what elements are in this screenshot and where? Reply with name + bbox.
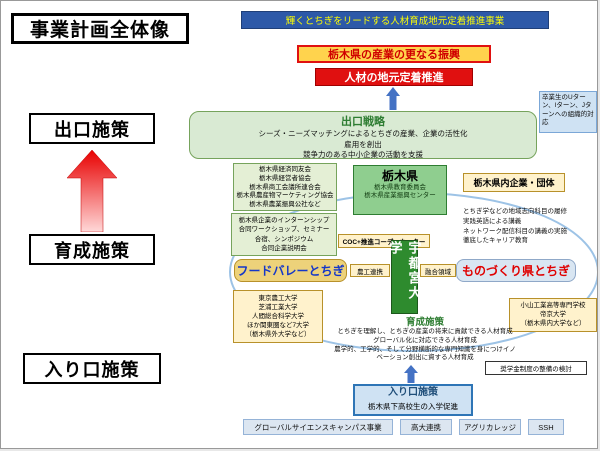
tochigi-pref-box: 栃木県 栃木県教育委員会 栃木県産業振興センター [353, 165, 447, 215]
exit-strategy-panel: 出口戦略 シーズ・ニーズマッチングによるとちぎの産業、企業の活性化 雇用を創出 … [189, 111, 537, 159]
food-valley-label: フードバレーとちぎ [234, 259, 347, 282]
internship-item: 合宿、シンポジウム [254, 235, 314, 243]
partner-univ-item: ほか関東圏など7大学 [246, 322, 310, 330]
entry-policy-title: 入り口施策 [388, 387, 438, 398]
scholarship-note: 奨学金制度の整備の検討 [485, 361, 587, 375]
uturn-note: 卒業生のUターン、Iターン、Jターンへの組織的対応 [539, 91, 597, 133]
internship-box: 栃木県企業のインターンシップ 合同ワークショップ、セミナー 合宿、シンポジウム … [231, 213, 337, 256]
exit-strategy-line: シーズ・ニーズマッチングによるとちぎの産業、企業の活性化 [258, 129, 468, 138]
utsunomiya-university-box: 宇都宮大学 [388, 240, 422, 314]
org-item: 栃木県経済同友会 [259, 166, 311, 173]
internship-item: 合同ワークショップ、セミナー [238, 226, 330, 234]
arrow-strategy-to-goal [386, 87, 400, 110]
arrow-entry-to-development [404, 365, 418, 383]
tochigi-pref-title: 栃木県 [381, 169, 418, 183]
local-schools-box: 小山工業高等専門学校 帝京大学 （栃木県内大学など） [509, 298, 597, 332]
program-agri-college: アグリカレッジ [459, 419, 521, 435]
goal-industry: 栃木県の産業の更なる振興 [297, 45, 491, 63]
exit-strategy-title: 出口戦略 [341, 116, 385, 128]
career-education-notes: とちぎ学などの地域志向科目の履修 実践英語による講義 ネットワーク配信科目の講義… [463, 207, 597, 246]
partner-universities-box: 東京農工大学 芝浦工業大学 人間総合科学大学 ほか関東圏など7大学 （栃木県外大… [233, 290, 323, 343]
economic-orgs-box: 栃木県経済同友会 栃木県経営者協会 栃木県商工会議所連合会 栃木県農産物マーケテ… [233, 163, 337, 211]
development-policy-label: 育成施策 [29, 234, 155, 265]
goal-retention: 人材の地元定着推進 [315, 68, 473, 86]
page-title: 事業計画全体像 [11, 13, 189, 44]
org-item: 栃木県経営者協会 [259, 174, 311, 182]
exit-policy-label: 出口施策 [29, 113, 155, 144]
companies-box: 栃木県内企業・団体 [463, 173, 565, 192]
program-gsc: グローバルサイエンスキャンパス事業 [243, 419, 393, 435]
org-item: 栃木県農業振興公社など [249, 201, 321, 209]
entry-policy-line: 栃木県下高校生の入学促進 [368, 402, 458, 411]
entry-policy-label: 入り口施策 [23, 353, 161, 384]
development-policy-line: グローバル化に対応できる人材育成 [373, 336, 477, 344]
local-school-item: （栃木県内大学など） [520, 320, 586, 328]
org-item: 栃木県商工会議所連合会 [249, 183, 321, 191]
org-item: 栃木県農産物マーケティング協会 [236, 192, 334, 200]
partner-univ-item: 東京農工大学 [258, 295, 298, 302]
exit-strategy-line: 雇用を創出 [344, 139, 382, 149]
local-school-item: 帝京大学 [540, 311, 566, 319]
program-kodai-renkei: 高大連携 [400, 419, 452, 435]
exit-strategy-line: 競争力のある中小企業の活動を支援 [303, 150, 423, 159]
entry-policy-panel: 入り口施策 栃木県下高校生の入学促進 [353, 384, 473, 416]
career-item: ネットワーク配信科目の講義の実施 [463, 227, 567, 235]
yugo-ryoiki-box: 融合領域 [420, 264, 456, 277]
pref-item: 栃木県産業振興センター [364, 192, 436, 200]
development-policy-line: とちぎを理解し、とちぎの産業の将来に貢献できる人材育成 [337, 328, 513, 335]
program-banner: 輝くとちぎをリードする人材育成地元定着推進事業 [241, 11, 549, 29]
development-policy-title: 育成施策 [405, 317, 444, 328]
career-item: 実践英語による講義 [463, 217, 522, 225]
noko-renkei-box: 農工連携 [350, 264, 390, 277]
internship-item: 合同企業説明会 [261, 245, 307, 253]
local-school-item: 小山工業高等専門学校 [520, 302, 586, 309]
internship-item: 栃木県企業のインターンシップ [238, 217, 330, 224]
development-policy-panel: 育成施策 とちぎを理解し、とちぎの産業の将来に貢献できる人材育成 グローバル化に… [331, 314, 519, 363]
development-policy-line: 農学的、工学的、そして分野横断的な専門知識を身につけイノベーション創出に資する人… [334, 345, 516, 362]
upward-red-arrow [67, 150, 117, 232]
partner-univ-item: 芝浦工業大学 [258, 304, 298, 312]
partner-univ-item: （栃木県外大学など） [245, 331, 311, 339]
monodukuri-label: ものづくり県とちぎ [456, 259, 576, 282]
pref-item: 栃木県教育委員会 [374, 184, 426, 191]
program-ssh: SSH [528, 419, 564, 435]
career-item: 徹底したキャリア教育 [463, 237, 528, 245]
partner-univ-item: 人間総合科学大学 [252, 313, 304, 321]
career-item: とちぎ学などの地域志向科目の履修 [463, 208, 567, 215]
